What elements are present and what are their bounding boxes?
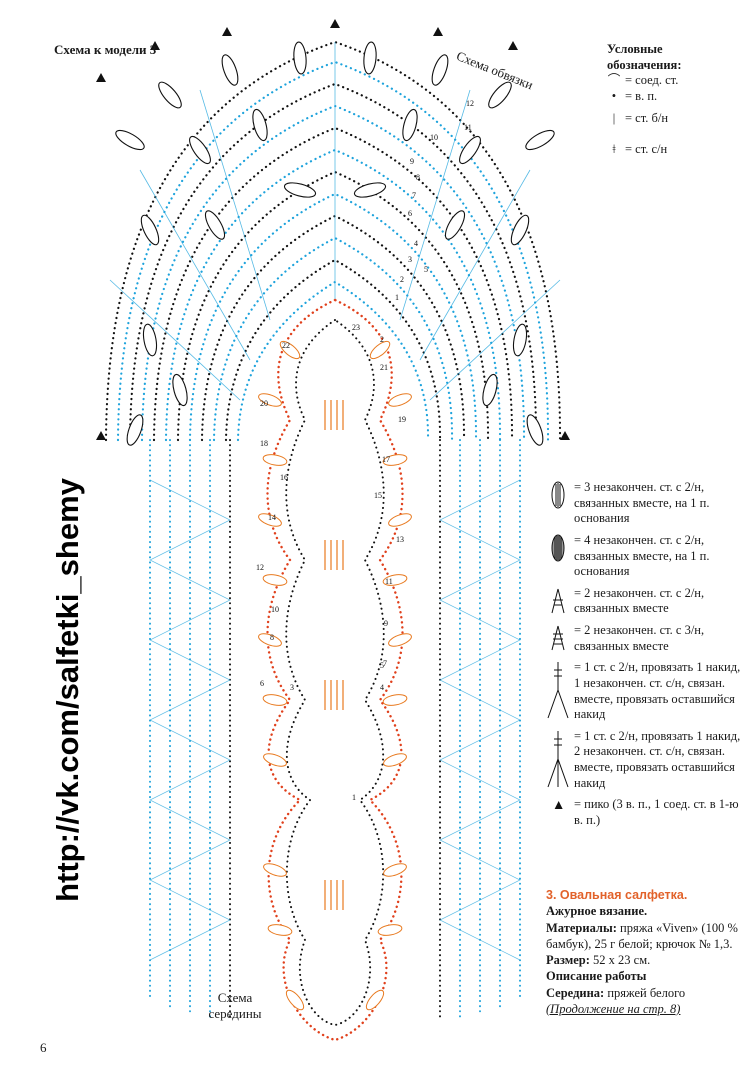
center-row-number: 22 <box>282 341 290 350</box>
decrease-2dc2-icon <box>551 588 565 613</box>
legend-row: ǂ = ст. с/н <box>607 142 747 158</box>
edge-row-number: 11 <box>464 123 472 132</box>
side-mesh <box>149 439 521 1021</box>
pattern-subheading: Ажурное вязание. <box>546 904 648 919</box>
center-row-number: 8 <box>270 633 274 642</box>
edge-row-number: 10 <box>430 133 438 142</box>
center-row-numbers: 1 2 3 4 5 6 7 8 9 10 11 12 13 14 15 16 1… <box>256 323 406 802</box>
legend-item: = 1 ст. с 2/н, провязать 1 накид, 1 неза… <box>546 660 746 723</box>
center-chart <box>258 298 412 1042</box>
center-row-number: 20 <box>260 399 268 408</box>
legend-item: = 1 ст. с 2/н, провязать 1 накид, 2 неза… <box>546 729 746 792</box>
edging-mesh <box>109 42 561 401</box>
center-row-number: 12 <box>256 563 264 572</box>
center-row-number: 21 <box>380 363 388 372</box>
size: Размер: 52 х 23 см. <box>546 953 651 967</box>
legend-text: = 4 незакончен. ст. с 2/н, связанных вме… <box>574 532 710 579</box>
pattern-description: 3. Овальная салфетка. Ажурное вязание. М… <box>546 887 746 1017</box>
legend-text: = 2 незакончен. ст. с 2/н, связанных вме… <box>574 585 705 616</box>
work-description-heading: Описание работы <box>546 969 647 984</box>
edge-row-number: 9 <box>410 157 414 166</box>
center-row-number: 11 <box>385 577 393 586</box>
picot-icon <box>554 801 563 810</box>
legend-header-line1: Условные <box>607 42 663 56</box>
edge-row-number: 3 <box>408 255 412 264</box>
edge-row-number: 4 <box>414 239 418 248</box>
legend-header-line2: обозначения: <box>607 57 682 72</box>
legend-item: = пико (3 в. п., 1 соед. ст. в 1-ю в. п.… <box>546 797 746 828</box>
legend-text: = 1 ст. с 2/н, провязать 1 накид, 1 неза… <box>574 660 741 722</box>
center-row-number: 2 <box>380 335 384 344</box>
legend-item: = 2 незакончен. ст. с 3/н, связанных вме… <box>546 623 746 654</box>
center-instructions: Середина: пряжей белого <box>546 985 686 1000</box>
legend-text: = соед. ст. <box>625 73 679 88</box>
continuation-note: (Продолжение на стр. 8) <box>546 1001 681 1016</box>
center-chart-label: Схема середины <box>208 990 262 1021</box>
edge-row-number: 2 <box>400 275 404 284</box>
chain-icon: • <box>611 88 617 103</box>
center-row-number: 18 <box>260 439 268 448</box>
legend-text: = 3 незакончен. ст. с 2/н, связанных вме… <box>574 480 710 526</box>
center-row-number: 15 <box>374 491 382 500</box>
materials: Материалы: пряжа «Viven» (100 % бамбук),… <box>546 920 738 951</box>
slip-stitch-icon: ⌒ <box>607 73 621 88</box>
legend-main: = 3 незакончен. ст. с 2/н, связанных вме… <box>546 480 746 835</box>
center-row-number: 13 <box>396 535 404 544</box>
cluster-3-icon <box>551 481 565 509</box>
picot-marks <box>96 19 570 440</box>
cluster-4-icon <box>551 534 565 562</box>
legend-item: = 3 незакончен. ст. с 2/н, связанных вме… <box>546 480 746 527</box>
double-crochet-icon: ǂ <box>612 142 616 157</box>
center-row-number: 9 <box>384 619 388 628</box>
center-row-number: 17 <box>382 455 390 464</box>
legend-row: | = ст. б/н <box>607 111 747 127</box>
edge-row-number: 6 <box>408 209 412 218</box>
legend-item: = 4 незакончен. ст. с 2/н, связанных вме… <box>546 533 746 580</box>
watermark-url: http://vk.com/salfetki_shemy <box>50 478 85 902</box>
center-row-number: 10 <box>271 605 279 614</box>
legend-text: = пико (3 в. п., 1 соед. ст. в 1-ю в. п.… <box>574 797 739 827</box>
legend-row: ⌒ = соед. ст. <box>607 73 747 89</box>
pattern-heading: 3. Овальная салфетка. <box>546 888 688 902</box>
edge-row-number: 7 <box>412 191 416 200</box>
center-row-number: 4 <box>380 683 384 692</box>
edge-row-number: 12 <box>466 99 474 108</box>
stitch-combo-1-icon <box>547 662 569 719</box>
edge-row-number: 1 <box>395 293 399 302</box>
center-row-number: 7 <box>383 659 387 668</box>
edging-clusters <box>115 41 555 446</box>
center-row-number: 16 <box>280 473 288 482</box>
edge-row-number: 8 <box>416 173 420 182</box>
page-title: Схема к модели 3 <box>54 42 157 57</box>
center-row-number: 14 <box>268 513 276 522</box>
legend-text: = 1 ст. с 2/н, провязать 1 накид, 2 неза… <box>574 728 741 790</box>
decrease-2dc3-icon <box>551 625 565 651</box>
center-row-number: 1 <box>352 793 356 802</box>
center-row-number: 23 <box>352 323 360 332</box>
side-mesh-lines <box>149 479 521 961</box>
legend-text: = в. п. <box>625 88 658 103</box>
legend-text: = ст. б/н <box>625 110 669 125</box>
legend-top: Условные обозначения: ⌒ = соед. ст. • = … <box>607 42 747 158</box>
page-number: 6 <box>40 1040 47 1055</box>
stitch-combo-2-icon <box>547 730 569 787</box>
center-row-number: 3 <box>290 683 294 692</box>
legend-item: = 2 незакончен. ст. с 2/н, связанных вме… <box>546 586 746 617</box>
center-row-number: 5 <box>380 661 384 670</box>
single-crochet-icon: | <box>612 110 616 125</box>
edge-row-numbers: 1 2 3 4 5 6 7 8 9 10 11 12 <box>395 99 474 302</box>
legend-text: = 2 незакончен. ст. с 3/н, связанных вме… <box>574 623 705 653</box>
edge-row-number: 5 <box>424 265 428 274</box>
legend-row: • = в. п. <box>607 89 747 105</box>
center-row-number: 6 <box>260 679 264 688</box>
legend-text: = ст. с/н <box>625 142 668 157</box>
center-row-number: 19 <box>398 415 406 424</box>
